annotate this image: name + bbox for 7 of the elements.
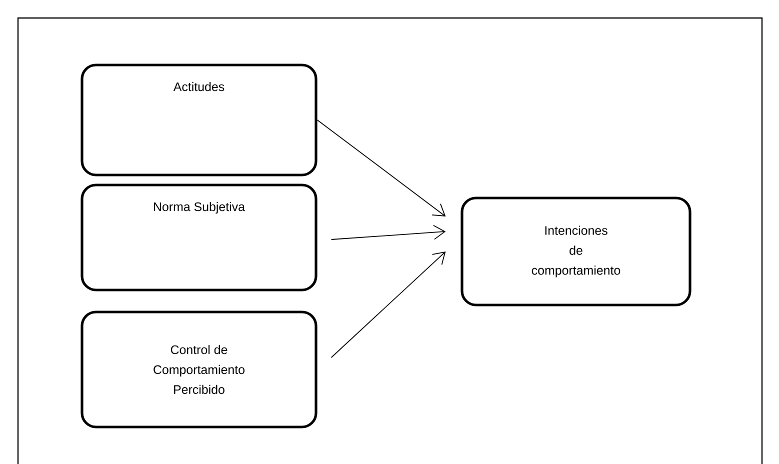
arrow [330,252,446,358]
process-box: Intenciones de comportamiento [460,196,692,306]
arrow [330,224,446,240]
process-box: Actitudes [80,64,318,176]
arrow [316,120,446,216]
process-box: Norma Subjetiva [80,184,318,292]
process-box: Control de Comportamiento Percibido [80,310,318,428]
